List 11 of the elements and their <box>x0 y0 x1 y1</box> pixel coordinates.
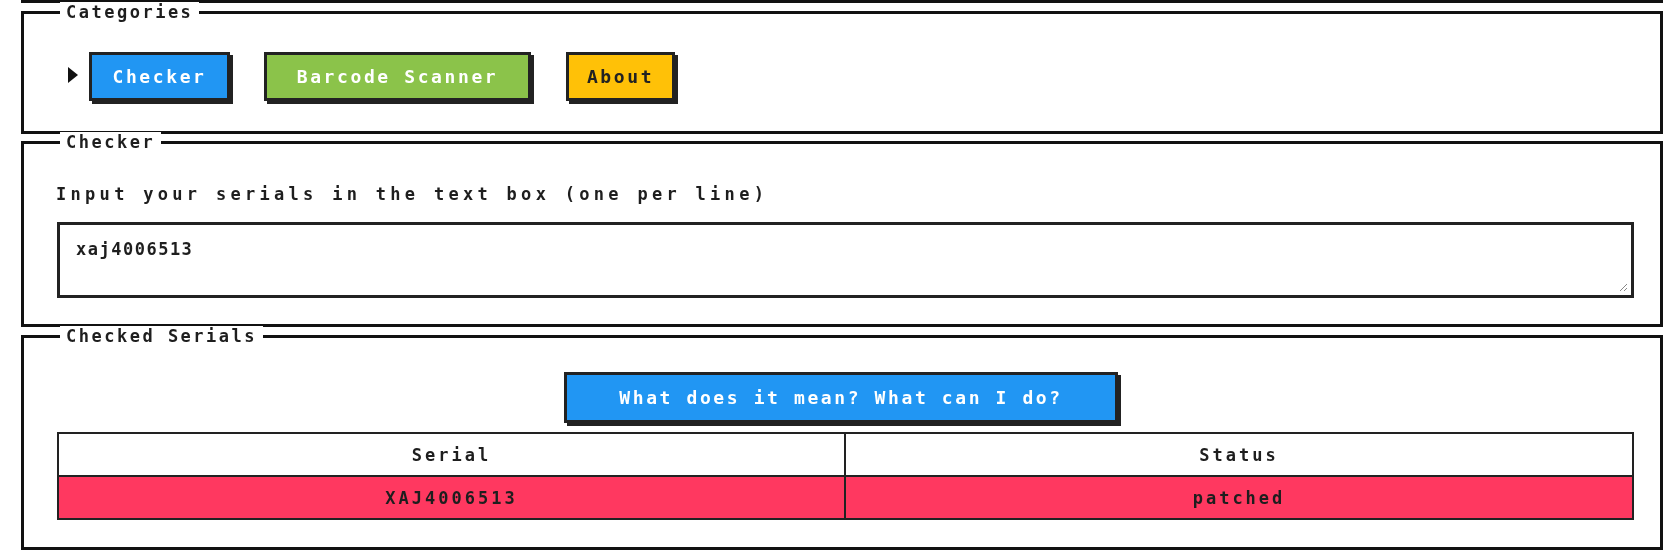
column-header: Serial <box>57 432 846 477</box>
about-tab: About <box>566 52 675 101</box>
serial-input-field: xaj4006513 <box>57 222 1634 298</box>
panel-heading: Categories <box>60 2 200 22</box>
checker-tab: Checker <box>89 52 230 101</box>
table-cell: XAJ4006513 <box>57 475 846 520</box>
instruction-text: Input your serials in the text box (one per line) <box>56 184 769 204</box>
table-cell: patched <box>844 475 1634 520</box>
help-button: What does it mean? What can I do? <box>564 372 1118 423</box>
barcode-scanner-tab: Barcode Scanner <box>264 52 531 101</box>
column-header: Status <box>844 432 1634 477</box>
